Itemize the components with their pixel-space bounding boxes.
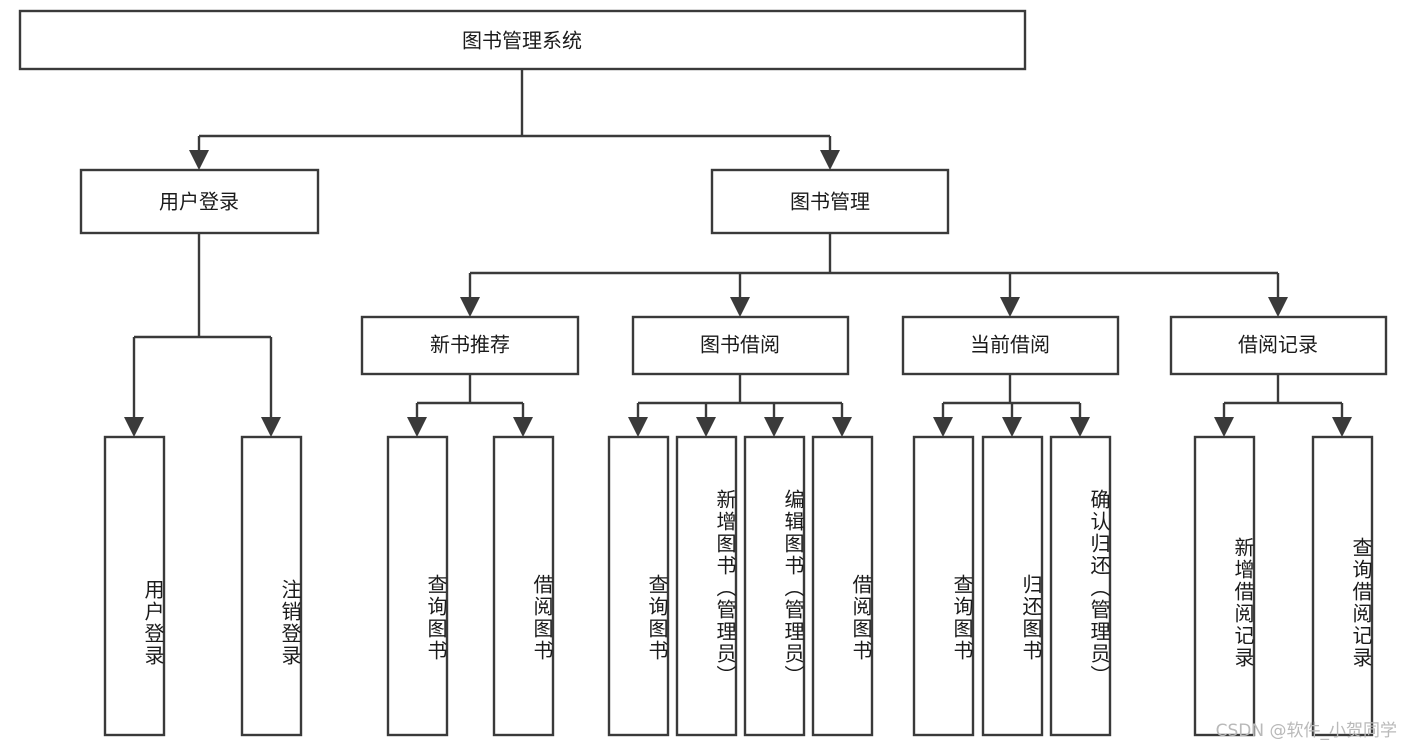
node-borrow-record-box[interactable] [1169,315,1388,376]
node-user-login[interactable]: 用户登录 [79,168,320,235]
node-leaf-user-login-box[interactable] [103,435,166,737]
node-root[interactable]: 图书管理系统 [18,9,1027,71]
node-user-login-label: 用户登录 [159,190,239,214]
node-leaf-confirm-return-box[interactable] [1049,435,1112,737]
node-book-management-label: 图书管理 [790,190,870,214]
arrow-to-leaf-edit-book [764,417,784,437]
node-book-borrow-box[interactable] [631,315,850,376]
node-new-book-recommend-label: 新书推荐 [430,333,510,357]
arrow-to-leaf-confirm-return [1070,417,1090,437]
arrow-to-leaf-add-record [1214,417,1234,437]
arrow-to-leaf-return-book [1002,417,1022,437]
node-new-book-recommend[interactable]: 新书推荐 [360,315,580,376]
node-root-label: 图书管理系统 [462,29,582,53]
node-user-login-box[interactable] [79,168,320,235]
arrow-to-leaf-borrow-book-1 [513,417,533,437]
arrow-to-leaf-user-login [124,417,144,437]
node-leaf-add-book-box[interactable] [675,435,738,737]
node-book-borrow[interactable]: 图书借阅 [631,315,850,376]
leaf-boxes [103,435,1374,737]
node-current-borrow-box[interactable] [901,315,1120,376]
node-leaf-logout-login-box[interactable] [240,435,303,737]
node-leaf-query-book-1-box[interactable] [386,435,449,737]
arrow-to-new-book-recommend [460,297,480,317]
node-leaf-edit-book-box[interactable] [743,435,806,737]
node-leaf-query-book-2-box[interactable] [607,435,670,737]
node-new-book-recommend-box[interactable] [360,315,580,376]
node-leaf-add-record-box[interactable] [1193,435,1256,737]
node-book-borrow-label: 图书借阅 [700,333,780,357]
node-borrow-record[interactable]: 借阅记录 [1169,315,1388,376]
node-root-box[interactable] [18,9,1027,71]
arrow-to-leaf-logout-login [261,417,281,437]
csdn-watermark: CSDN @软件_小贺同学 [1215,721,1397,741]
node-borrow-record-label: 借阅记录 [1238,333,1318,357]
node-book-management[interactable]: 图书管理 [710,168,950,235]
node-current-borrow[interactable]: 当前借阅 [901,315,1120,376]
node-leaf-borrow-book-2-box[interactable] [811,435,874,737]
arrow-to-leaf-query-book-1 [407,417,427,437]
arrow-to-borrow-record [1268,297,1288,317]
node-leaf-borrow-book-1-box[interactable] [492,435,555,737]
arrow-to-leaf-query-record [1332,417,1352,437]
node-leaf-query-record-box[interactable] [1311,435,1374,737]
arrow-to-leaf-query-book-2 [628,417,648,437]
node-leaf-return-book-box[interactable] [981,435,1044,737]
arrow-to-book-borrow [730,297,750,317]
arrow-root-to-book-management [820,150,840,170]
arrow-to-leaf-query-book-3 [933,417,953,437]
node-book-management-box[interactable] [710,168,950,235]
arrow-to-leaf-add-book [696,417,716,437]
arrow-root-to-user-login [189,150,209,170]
connectors [124,69,1352,437]
arrow-to-leaf-borrow-book-2 [832,417,852,437]
node-leaf-query-book-3-box[interactable] [912,435,975,737]
arrow-to-current-borrow [1000,297,1020,317]
node-current-borrow-label: 当前借阅 [970,333,1050,357]
